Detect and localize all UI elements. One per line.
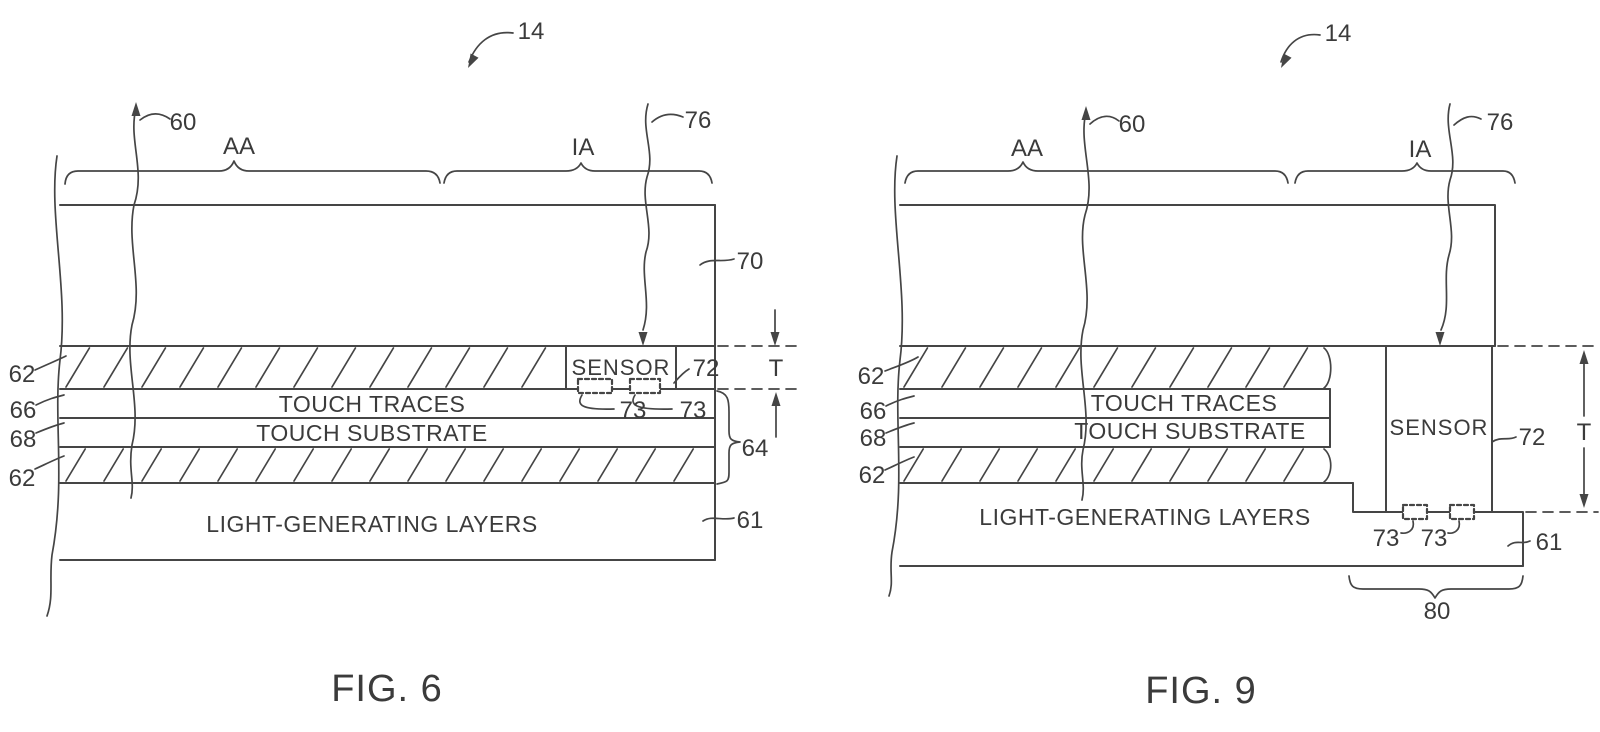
fig6-electrode-left	[576, 377, 614, 395]
fig6-ref-70: 70	[737, 248, 764, 275]
fig6-ref-70-leader	[699, 258, 735, 266]
fig6-ref-62-top: 62	[9, 361, 36, 388]
fig9-dim-t-label: T	[1577, 419, 1592, 446]
fig9-ref-62-bottom-leader	[884, 456, 915, 471]
fig9-ref-76-leader	[1453, 115, 1482, 126]
fig9-adhesive-hatch-top	[903, 347, 1309, 388]
fig9-light-generating-label: LIGHT-GENERATING LAYERS	[979, 504, 1310, 530]
fig9-ref-62-top: 62	[858, 363, 885, 390]
fig9-adhesive-top-end-curve	[1323, 347, 1332, 389]
fig9-ref-72: 72	[1519, 424, 1546, 451]
fig9-ref-66-leader	[885, 395, 915, 407]
fig6-ref-64-brace	[716, 390, 741, 485]
fig9-ref-68: 68	[860, 425, 887, 452]
fig6-ref-62-bottom-leader	[34, 455, 65, 470]
fig9-sensor-label: SENSOR	[1390, 415, 1489, 440]
fig6-ref-73-right: 73	[680, 397, 707, 424]
fig6-touch-traces-label: TOUCH TRACES	[279, 391, 466, 417]
fig6-aa-label: AA	[223, 133, 255, 160]
fig9-ref-66: 66	[860, 398, 887, 425]
fig6-adhesive-hatch-top	[65, 347, 547, 388]
fig6-ref-61: 61	[737, 507, 764, 534]
fig9-ref-76-squiggle	[1440, 103, 1454, 331]
fig9-touch-traces-label: TOUCH TRACES	[1091, 390, 1278, 416]
fig9-ia-label: IA	[1409, 136, 1432, 163]
fig9-ref-14-arrowhead	[1281, 53, 1292, 68]
fig6-ref-14-arrowhead	[468, 53, 479, 68]
fig6-ia-label: IA	[572, 134, 595, 161]
fig9-torn-edge	[888, 155, 904, 597]
figure-9: LIGHT-GENERATING LAYERS TOUCH TRACES TOU…	[858, 20, 1599, 712]
fig9-ref-80-brace	[1348, 575, 1524, 599]
fig9-ref-14: 14	[1325, 20, 1352, 47]
fig6-ref-60-arrowhead	[131, 102, 141, 116]
fig9-ref-61-leader	[1507, 540, 1531, 547]
fig9-ref-62-top-leader	[884, 356, 919, 372]
fig6-ref-76-squiggle	[642, 103, 651, 331]
fig6-ref-64: 64	[742, 435, 769, 462]
fig9-ref-68-leader	[885, 422, 915, 434]
fig9-ref-61: 61	[1536, 529, 1563, 556]
fig9-ref-60: 60	[1119, 111, 1146, 138]
fig6-ref-73-right-leader	[632, 394, 673, 410]
fig6-ref-61-leader	[702, 517, 735, 522]
fig6-electrode-right	[628, 377, 662, 395]
fig9-caption: FIG. 9	[1145, 670, 1257, 712]
figure-6: SENSOR 73 73 TOUCH TRACES TOUCH SUBSTRAT…	[9, 18, 799, 710]
fig6-sensor-label: SENSOR	[572, 355, 671, 380]
fig6-dim-t-down-arrowhead	[770, 332, 780, 346]
fig6-ref-76-arrowhead	[638, 332, 648, 346]
fig9-ref-62-bottom: 62	[859, 462, 886, 489]
fig6-aa-brace	[64, 160, 441, 185]
fig9-cover-layer-outline	[899, 204, 1496, 347]
fig9-sensor-box	[1385, 345, 1493, 513]
fig9-ia-brace	[1294, 162, 1516, 184]
fig9-ref-72-leader	[1491, 436, 1517, 443]
fig9-ref-80: 80	[1424, 598, 1451, 625]
fig9-touch-substrate-label: TOUCH SUBSTRATE	[1074, 418, 1306, 444]
fig6-caption: FIG. 6	[331, 668, 443, 710]
fig6-ref-66-leader	[35, 394, 65, 406]
fig6-ref-60-leader	[139, 113, 171, 121]
fig9-adhesive-bottom-end-curve	[1323, 448, 1332, 483]
fig6-ref-62-top-leader	[34, 355, 67, 371]
fig9-dim-t-down-arrowhead	[1579, 494, 1589, 508]
fig9-ref-73-right: 73	[1421, 525, 1448, 552]
fig6-dim-t-up-arrowhead	[771, 392, 781, 406]
fig6-ref-60-squiggle	[129, 107, 140, 499]
fig9-ref-60-leader	[1089, 115, 1120, 125]
fig6-ref-76: 76	[685, 107, 712, 134]
fig9-ref-73-left-leader	[1400, 520, 1415, 534]
fig9-ref-60-squiggle	[1080, 111, 1090, 501]
fig6-touch-substrate-label: TOUCH SUBSTRATE	[256, 420, 488, 446]
fig9-ref-14-arrow	[1280, 33, 1321, 63]
fig9-electrode-right	[1448, 503, 1476, 521]
fig9-aa-brace	[904, 161, 1289, 184]
fig6-ref-76-leader	[651, 113, 684, 123]
fig9-aa-label: AA	[1011, 135, 1043, 162]
fig6-ia-brace	[443, 162, 713, 184]
fig9-electrode-left	[1401, 503, 1429, 521]
fig6-ref-73-left: 73	[620, 397, 647, 424]
fig6-light-generating-label: LIGHT-GENERATING LAYERS	[206, 511, 537, 537]
fig6-ref-60: 60	[170, 109, 197, 136]
fig6-ref-62-bottom: 62	[9, 465, 36, 492]
fig6-torn-edge	[46, 155, 64, 617]
fig6-ref-72-leader	[673, 368, 690, 384]
fig9-ref-73-right-leader	[1447, 520, 1461, 534]
fig6-ref-68: 68	[10, 426, 37, 453]
fig9-ref-60-arrowhead	[1081, 106, 1091, 120]
fig6-ref-14: 14	[518, 18, 545, 45]
fig9-adhesive-hatch-bottom	[903, 448, 1305, 482]
fig9-ref-76-arrowhead	[1435, 332, 1445, 346]
fig6-ref-73-left-leader	[578, 394, 615, 410]
fig6-ref-66: 66	[10, 397, 37, 424]
fig6-adhesive-hatch-bottom	[65, 448, 695, 482]
fig9-ref-76: 76	[1487, 109, 1514, 136]
fig6-dim-t-label: T	[769, 355, 784, 382]
fig6-ref-72: 72	[693, 355, 720, 382]
fig6-ref-68-leader	[35, 422, 65, 434]
fig9-ref-73-left: 73	[1373, 525, 1400, 552]
